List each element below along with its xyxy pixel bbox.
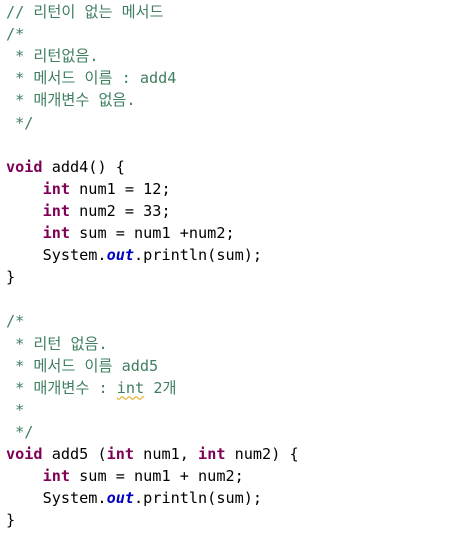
code-token: */	[6, 422, 34, 441]
code-token: System.	[6, 246, 107, 265]
code-token: /*	[6, 25, 25, 44]
code-token: out	[106, 246, 135, 265]
code-token: out	[106, 489, 135, 508]
code-token: .println(sum);	[134, 246, 263, 265]
code-token: 2개	[144, 378, 177, 397]
code-token: }	[6, 268, 16, 287]
code-line: void add5 (int num1, int num2) {	[6, 443, 299, 465]
code-line: System.out.println(sum);	[6, 244, 262, 266]
code-line: }	[6, 509, 15, 531]
code-token: sum = num1 +num2;	[70, 224, 235, 242]
code-token: add5 (	[42, 445, 107, 463]
code-line: * 메서드 이름 : add4	[6, 67, 176, 89]
code-token	[6, 224, 43, 242]
code-token: num1 = 12;	[70, 179, 171, 198]
code-token: * 메서드 이름 : add4	[6, 69, 177, 88]
code-token: * 메서드 이름 add5	[6, 356, 159, 375]
code-token: int	[116, 378, 145, 397]
code-line: System.out.println(sum);	[6, 487, 262, 509]
code-line: }	[6, 266, 15, 288]
code-line: * 리턴 없음.	[6, 333, 108, 355]
code-token: num2) {	[225, 445, 299, 463]
code-line: * 매개변수 : int 2개	[6, 377, 176, 399]
code-token: int	[198, 445, 226, 463]
code-line: */	[6, 112, 33, 134]
code-token: // 리턴이 없는 메서드	[6, 3, 164, 21]
code-line: * 매개변수 없음.	[6, 89, 136, 111]
code-token: int	[42, 467, 71, 486]
code-line: * 메서드 이름 add5	[6, 355, 158, 377]
code-token: add4() {	[42, 157, 125, 176]
code-line: *	[6, 399, 24, 421]
code-token: int	[42, 179, 71, 198]
code-line: int num2 = 33;	[6, 200, 171, 222]
code-line: int num1 = 12;	[6, 178, 171, 200]
code-token	[6, 180, 43, 198]
code-token: int	[42, 224, 71, 242]
code-token: *	[6, 400, 25, 419]
code-token: * 매개변수 없음.	[6, 91, 136, 110]
code-line: * 리턴없음.	[6, 45, 98, 67]
code-line: int sum = num1 + num2;	[6, 465, 244, 487]
code-token	[6, 467, 43, 485]
code-token: int	[106, 445, 135, 463]
code-token: num1,	[134, 445, 199, 463]
code-line: int sum = num1 +num2;	[6, 222, 235, 244]
code-token: }	[6, 511, 16, 530]
code-line: void add4() {	[6, 156, 125, 178]
code-token: num2 = 33;	[70, 201, 171, 220]
code-token: /*	[6, 312, 25, 331]
code-token: System.	[6, 489, 107, 508]
code-token: int	[42, 201, 71, 220]
code-token: * 리턴없음.	[6, 47, 99, 66]
code-line: */	[6, 421, 33, 443]
code-token: * 매개변수 :	[6, 378, 117, 397]
code-line: /*	[6, 23, 24, 45]
code-token: void	[6, 445, 43, 463]
code-token: */	[6, 113, 34, 132]
code-line: // 리턴이 없는 메서드	[6, 1, 164, 23]
code-line: /*	[6, 310, 24, 332]
code-token: .println(sum);	[134, 489, 263, 508]
code-token: sum = num1 + num2;	[70, 467, 244, 486]
code-token: void	[6, 157, 43, 176]
code-token	[6, 202, 43, 220]
code-token: * 리턴 없음.	[6, 334, 108, 353]
